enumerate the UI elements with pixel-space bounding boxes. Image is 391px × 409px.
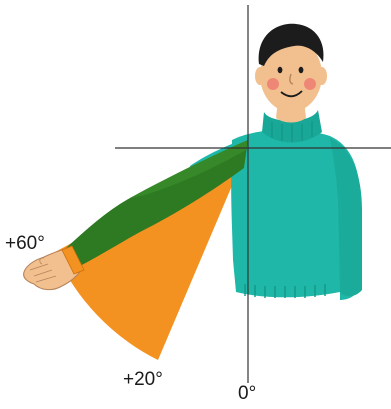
person-head — [255, 23, 327, 112]
angle-label-zero: 0° — [238, 383, 257, 404]
angle-label-plus-20: +20° — [123, 369, 163, 390]
arm-sleeve-shade — [130, 140, 248, 198]
collar-ribbing — [271, 121, 313, 142]
hair — [258, 23, 324, 66]
sweater-body — [231, 129, 360, 300]
right-sleeve — [330, 138, 362, 297]
range-sector — [55, 148, 248, 360]
sweater-ribbing — [244, 284, 326, 298]
angle-label-plus-60: +60° — [5, 233, 45, 254]
sleeve-cuff — [61, 245, 85, 275]
